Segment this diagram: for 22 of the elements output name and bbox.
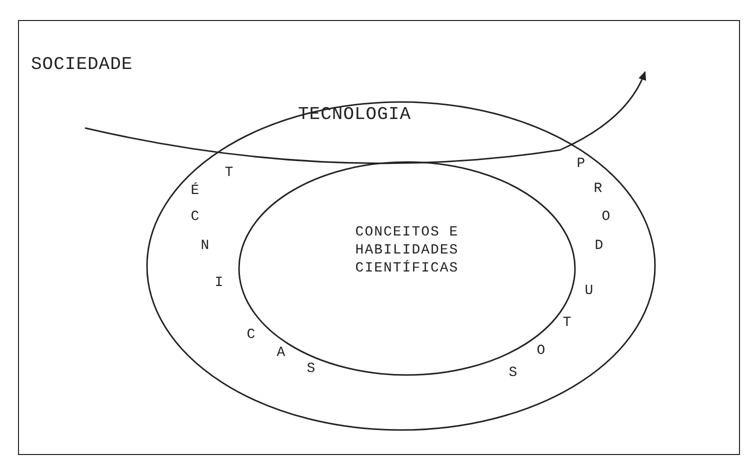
arc-letter: D bbox=[594, 239, 604, 253]
arc-letter: T bbox=[562, 316, 572, 330]
frame-title: SOCIEDADE bbox=[31, 55, 133, 75]
arc-letter: R bbox=[594, 182, 602, 196]
arc-letter: C bbox=[190, 210, 200, 224]
inner-ellipse bbox=[238, 161, 576, 376]
arc-letter: S bbox=[508, 366, 518, 380]
arc-letter: T bbox=[224, 166, 234, 180]
arc-letter: U bbox=[584, 284, 594, 298]
society-frame bbox=[18, 20, 740, 455]
arc-letter: S bbox=[306, 362, 316, 376]
arc-letter: O bbox=[536, 344, 546, 358]
arc-letter: C bbox=[246, 328, 256, 342]
ellipse-label: CONCEITOS E HABILIDADES CIENTÍFICAS bbox=[355, 223, 459, 278]
ellipse-title: TECNOLOGIA bbox=[298, 105, 412, 125]
arc-letter: É bbox=[190, 184, 200, 198]
arc-letter: I bbox=[214, 276, 224, 290]
arc-letter: P bbox=[576, 157, 586, 171]
arc-letter: A bbox=[276, 346, 286, 360]
arc-letter: O bbox=[602, 210, 610, 224]
arc-letter: N bbox=[200, 239, 210, 253]
outer-ellipse bbox=[146, 101, 656, 431]
